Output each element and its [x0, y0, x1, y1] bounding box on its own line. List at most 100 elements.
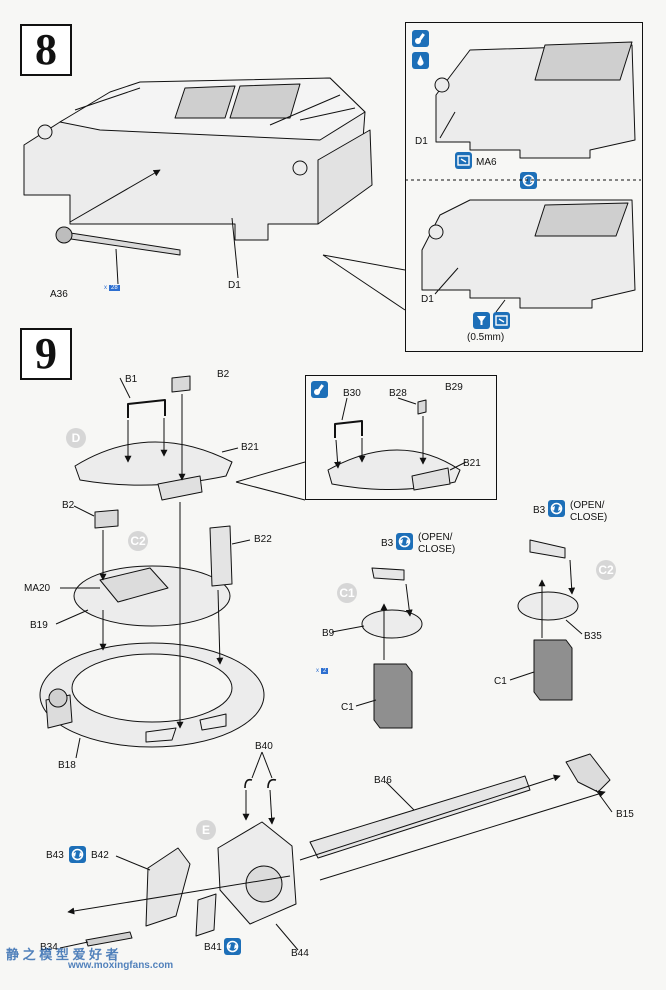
label-d1-inset-bottom: D1 — [421, 294, 434, 305]
tow-hook-left — [37, 124, 53, 140]
marker-d: D — [66, 428, 86, 448]
label-b28: B28 — [389, 388, 407, 399]
hatch-open-close-icon — [455, 152, 472, 169]
part-b18-latch-right — [199, 713, 227, 731]
hatch-open-close-icon — [69, 846, 86, 863]
part-c1-right-block — [533, 639, 573, 701]
marker-e: E — [196, 820, 216, 840]
hull-side-right — [317, 129, 373, 225]
part-c1-left-block — [373, 663, 413, 729]
label-b1: B1 — [125, 374, 138, 385]
part-b3-left-periscope-cover — [371, 567, 405, 581]
hatch-open-close-icon — [493, 312, 510, 329]
label-b40: B40 — [255, 741, 273, 752]
step-9-number: 9 — [20, 328, 72, 380]
step-8-number: 8 — [20, 24, 72, 76]
part-b41-plate — [195, 893, 217, 937]
hatch-open-close-icon — [548, 500, 565, 517]
part-b3-right-periscope-cover — [529, 539, 566, 559]
tow-cable-group — [74, 87, 356, 126]
part-b2-top — [171, 375, 191, 393]
label-b21-inset: B21 — [463, 458, 481, 469]
chip-prefix: x — [316, 668, 319, 674]
inset-hook-bottom — [428, 224, 444, 240]
part-b18-boss — [48, 688, 68, 708]
label-d1-inset-top: D1 — [415, 136, 428, 147]
label-b21: B21 — [241, 442, 259, 453]
label-b35: B35 — [584, 631, 602, 642]
label-b22: B22 — [254, 534, 272, 545]
marker-c2-right: C2 — [596, 560, 616, 580]
label-b44: B44 — [291, 948, 309, 959]
inset-grille — [534, 41, 633, 81]
step-9-detail-box — [305, 375, 497, 500]
inset-b30-handle — [334, 420, 363, 438]
inset-b28 — [417, 399, 427, 415]
part-b46-tube — [309, 775, 531, 859]
label-b30: B30 — [343, 388, 361, 399]
open-close-right-line2: CLOSE) — [570, 512, 608, 523]
part-a36-rod — [63, 231, 181, 256]
part-b34-barrel — [85, 931, 133, 947]
label-ma20: MA20 — [24, 583, 51, 594]
marker-c2-top: C2 — [128, 531, 148, 551]
label-c1-right: C1 — [494, 676, 507, 687]
label-b3-right: B3 — [533, 505, 546, 516]
chip-prefix: x — [104, 285, 107, 291]
label-b46: B46 — [374, 775, 392, 786]
tow-hook-right — [292, 160, 308, 176]
inset-grille-bottom — [534, 202, 629, 237]
label-b42: B42 — [91, 850, 109, 861]
watermark-line2: www.moxingfans.com — [68, 960, 174, 971]
glue-icon — [311, 381, 328, 398]
inset-hook — [434, 77, 450, 93]
drill-icon — [473, 312, 490, 329]
glue-icon — [412, 30, 429, 47]
label-b18: B18 — [58, 760, 76, 771]
engine-grille-left — [174, 85, 236, 119]
part-b35-disc — [517, 591, 579, 621]
label-b19: B19 — [30, 620, 48, 631]
part-b22-bracket — [209, 525, 233, 587]
step-8-detail-box — [405, 22, 643, 352]
label-d1-main: D1 — [228, 280, 241, 291]
label-b2-mid: B2 — [62, 500, 75, 511]
part-b9-disc — [361, 609, 423, 639]
chip-value: 2 — [321, 668, 329, 674]
part-b2-mid — [94, 509, 119, 529]
label-b41: B41 — [204, 942, 222, 953]
part-b21-hatch-lid — [74, 441, 233, 486]
part-b44-gun-port — [245, 865, 283, 903]
part-b40-right — [267, 778, 277, 789]
part-a36-head — [55, 226, 73, 244]
inset-b21-hinge — [411, 467, 451, 491]
label-b15: B15 — [616, 809, 634, 820]
part-ma20-hatch — [99, 567, 169, 603]
hatch-open-close-icon — [224, 938, 241, 955]
part-b40-left — [244, 778, 253, 789]
label-ma6: MA6 — [476, 157, 497, 168]
watermark-line1: 静 之 模 型 爱 好 者 — [6, 947, 119, 962]
engine-grille-right — [229, 83, 301, 119]
marker-c1: C1 — [337, 583, 357, 603]
label-b2-top: B2 — [217, 369, 230, 380]
label-b3-left: B3 — [381, 538, 394, 549]
hatch-open-close-icon — [396, 533, 413, 550]
label-b34: B34 — [40, 942, 58, 953]
part-b18-ring-inner — [71, 653, 233, 723]
label-a36: A36 — [50, 289, 68, 300]
chip-value: 28 — [109, 285, 120, 291]
drill-icon — [412, 52, 429, 69]
part-b15-mount — [565, 753, 611, 793]
open-close-right-line1: (OPEN/ — [570, 500, 605, 511]
label-b43: B43 — [46, 850, 64, 861]
part-b42-shield — [145, 847, 191, 927]
label-b9: B9 — [322, 628, 335, 639]
label-thickness: (0.5mm) — [467, 332, 505, 343]
part-b1-handle — [127, 399, 166, 418]
label-b29: B29 — [445, 382, 463, 393]
part-b21-hinge — [157, 475, 203, 501]
